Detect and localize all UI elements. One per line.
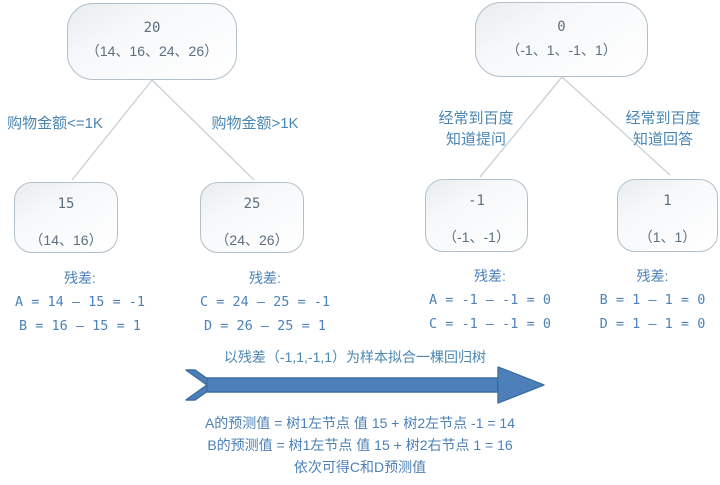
tree2-root-value: 0 <box>557 19 566 35</box>
tree1-root-samples: （14、16、24、26） <box>85 43 219 59</box>
conclusion-block: A的预测值 = 树1左节点 值 15 + 树2左节点 -1 = 14 B的预测值… <box>10 412 710 478</box>
tree2-right-edge-label-line1: 经常到百度 <box>625 110 701 127</box>
arrow-bar <box>206 377 499 393</box>
residual-line: D = 1 – 1 = 0 <box>599 316 706 332</box>
tree2-right-leaf-samples: （1、1） <box>638 229 697 245</box>
tree2-left-residual-block: 残差: A = -1 – -1 = 0 C = -1 – -1 = 0 <box>415 264 565 336</box>
residual-line: B = 1 – 1 = 0 <box>599 292 706 308</box>
tree1-right-leaf-value: 25 <box>243 196 261 212</box>
residual-line: B = 16 – 15 = 1 <box>19 318 141 334</box>
tree1-root-value: 20 <box>143 20 161 36</box>
residual-title: 残差: <box>474 268 506 284</box>
tree2-left-leaf-samples: （-1、-1） <box>443 229 510 245</box>
tree2-root-samples: （-1、1、-1、1） <box>506 42 617 58</box>
tree1-right-branch-line <box>151 79 255 181</box>
tree2-root-node: 0 （-1、1、-1、1） <box>475 2 648 77</box>
tree1-left-leaf-value: 15 <box>57 196 75 212</box>
tree2-left-edge-label-line2: 知道提问 <box>445 131 506 148</box>
tree1-left-branch-line <box>71 79 153 181</box>
residual-line: A = 14 – 15 = -1 <box>14 294 146 310</box>
tree1-right-leaf-samples: （24、26） <box>215 232 289 248</box>
tree2-left-edge-label-line1: 经常到百度 <box>438 110 514 127</box>
residual-title: 残差: <box>64 270 96 286</box>
conclusion-line-cd: 依次可得C和D预测值 <box>293 459 427 475</box>
arrow-caption: 以残差（-1,1,-1,1）为样本拟合一棵回归树 <box>223 349 487 365</box>
residual-title: 残差: <box>249 270 281 286</box>
tree2-right-edge-label: 经常到百度 知道回答 <box>613 108 713 150</box>
tree1-root-node: 20 （14、16、24、26） <box>67 3 237 80</box>
residual-line: C = -1 – -1 = 0 <box>429 316 551 332</box>
tree2-left-branch-line <box>479 76 563 178</box>
tree2-left-edge-label: 经常到百度 知道提问 <box>426 108 526 150</box>
conclusion-line-b: B的预测值 = 树1左节点 值 15 + 树2右节点 1 = 16 <box>207 437 513 453</box>
tree1-left-leaf-node: 15 （14、16） <box>14 182 118 253</box>
tree2-right-leaf-value: 1 <box>663 193 672 209</box>
right-arrow-icon <box>185 366 545 404</box>
tree1-right-leaf-node: 25 （24、26） <box>200 182 304 253</box>
arrow-head <box>497 366 545 404</box>
residual-line: A = -1 – -1 = 0 <box>429 292 551 308</box>
tree1-right-edge-label: 购物金额>1K <box>211 115 299 132</box>
tree2-right-edge-label-line2: 知道回答 <box>632 131 693 148</box>
tree1-left-leaf-samples: （14、16） <box>29 232 103 248</box>
tree1-left-edge-label: 购物金额<=1K <box>7 115 103 132</box>
conclusion-line-a: A的预测值 = 树1左节点 值 15 + 树2左节点 -1 = 14 <box>204 415 516 431</box>
residual-line: D = 26 – 25 = 1 <box>204 318 326 334</box>
tree1-left-residual-block: 残差: A = 14 – 15 = -1 B = 16 – 15 = 1 <box>5 266 155 338</box>
residual-title: 残差: <box>636 268 669 284</box>
tree2-right-residual-block: 残差: B = 1 – 1 = 0 D = 1 – 1 = 0 <box>585 264 720 336</box>
tree2-left-leaf-value: -1 <box>468 193 485 209</box>
tree2-right-leaf-node: 1 （1、1） <box>617 179 718 252</box>
tree2-left-leaf-node: -1 （-1、-1） <box>425 179 528 252</box>
tree1-right-residual-block: 残差: C = 24 – 25 = -1 D = 26 – 25 = 1 <box>186 266 344 338</box>
tree2-right-branch-line <box>561 76 671 176</box>
residual-line: C = 24 – 25 = -1 <box>199 294 331 310</box>
